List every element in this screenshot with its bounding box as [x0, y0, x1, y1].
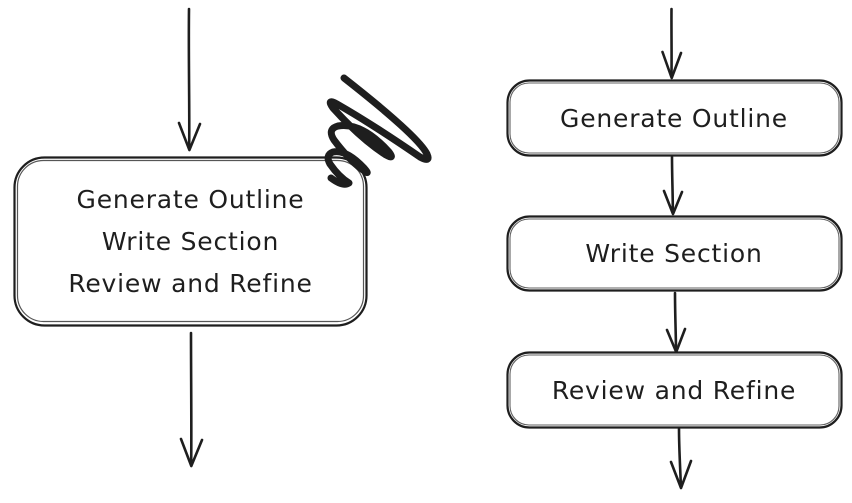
right-arrow-1-icon [662, 155, 684, 216]
scribble-icon [324, 74, 432, 188]
right-outgoing-arrow-icon [669, 427, 693, 490]
left-outgoing-arrow-icon [179, 331, 204, 468]
combined-steps-box-outline [13, 156, 368, 327]
right-box-2-outline [506, 215, 843, 292]
right-arrow-2-icon [665, 291, 687, 354]
right-box-3-outline [506, 351, 843, 429]
right-incoming-arrow-icon [661, 7, 683, 80]
right-box-1-outline [506, 79, 843, 157]
left-incoming-arrow-icon [177, 7, 202, 152]
